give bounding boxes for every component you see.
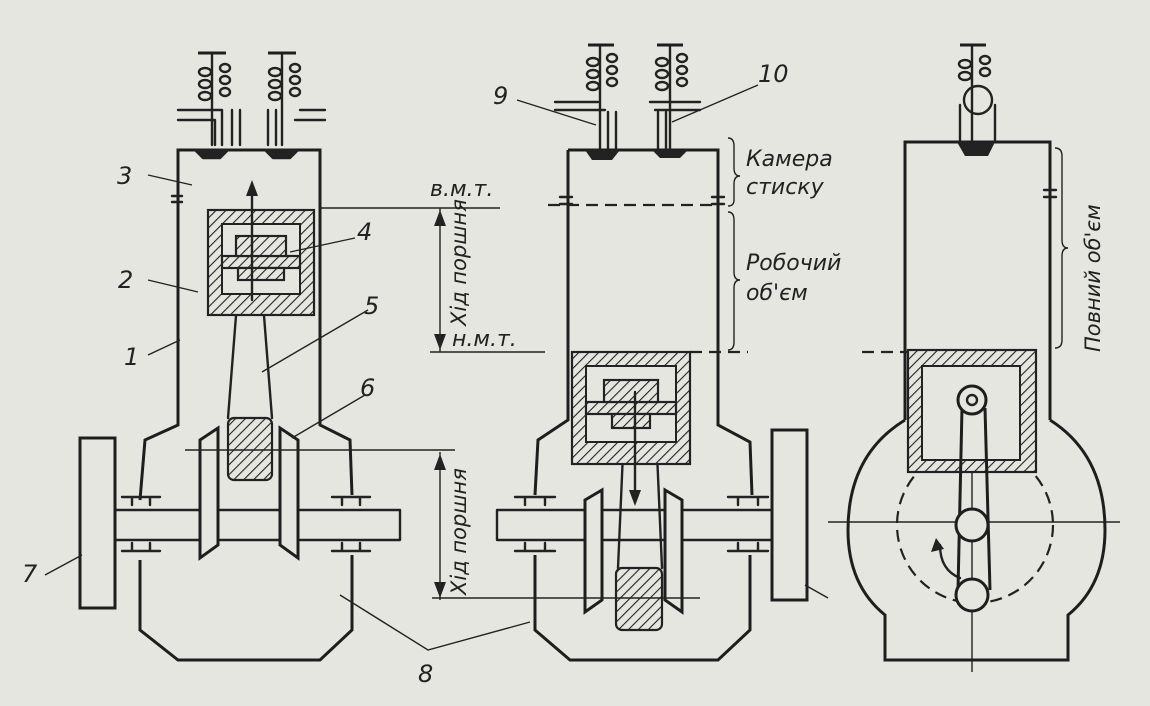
leader-10 <box>671 84 759 123</box>
label-compression-chamber-1: Камера <box>746 147 833 172</box>
label-compression-chamber-2: стиску <box>746 175 825 200</box>
leader-6 <box>291 394 366 439</box>
crankshaft-left <box>113 508 402 542</box>
leader-5 <box>261 309 369 373</box>
part-number-2: 2 <box>118 266 133 294</box>
crankcase-middle <box>533 555 752 662</box>
crankshaft-middle <box>495 508 774 542</box>
part-number-7: 7 <box>22 560 38 588</box>
valves-middle <box>553 43 702 160</box>
bracket-chamber <box>727 137 741 207</box>
leader-3 <box>147 174 193 186</box>
label-working-volume-2: об'єм <box>746 281 808 306</box>
crank-pin-middle <box>614 566 664 632</box>
engine-left <box>44 51 545 662</box>
part-number-9: 9 <box>493 82 508 110</box>
bearing-left-b <box>330 495 372 553</box>
label-piston-stroke-upper: Хід поршня <box>447 199 471 327</box>
leader-7 <box>44 554 83 576</box>
leader-9 <box>516 99 597 126</box>
bracket-working <box>727 211 741 351</box>
engine-middle <box>432 43 829 662</box>
engine-right <box>828 43 1120 672</box>
valves-left <box>176 51 327 160</box>
valve-right <box>957 43 997 156</box>
part-number-3: 3 <box>117 162 132 190</box>
leader-8 <box>339 594 531 651</box>
part-number-8: 8 <box>418 660 433 688</box>
part-number-10: 10 <box>758 60 789 88</box>
part-number-4: 4 <box>357 218 372 246</box>
label-piston-stroke-lower: Хід поршня <box>447 468 471 596</box>
label-tdc: в.м.т. <box>430 177 493 202</box>
flywheel-middle <box>770 428 809 602</box>
flywheel-left <box>78 436 117 610</box>
crank-cheeks-left <box>198 425 300 561</box>
crank-pin-left <box>226 416 274 482</box>
crankcase-right <box>846 418 1107 662</box>
label-total-volume: Повний об'єм <box>1081 204 1105 352</box>
connecting-rod-right <box>956 407 992 591</box>
leader-4 <box>289 237 356 253</box>
bracket-total <box>1054 147 1069 349</box>
label-bdc: н.м.т. <box>452 327 517 352</box>
crankcase-left <box>138 555 354 662</box>
bearing-left-a <box>120 495 162 553</box>
part-number-6: 6 <box>360 374 375 402</box>
leader-2 <box>147 279 199 293</box>
part-number-1: 1 <box>124 343 139 371</box>
part-number-5: 5 <box>364 292 379 320</box>
label-working-volume-1: Робочий <box>746 251 841 276</box>
leader-1 <box>147 339 181 356</box>
